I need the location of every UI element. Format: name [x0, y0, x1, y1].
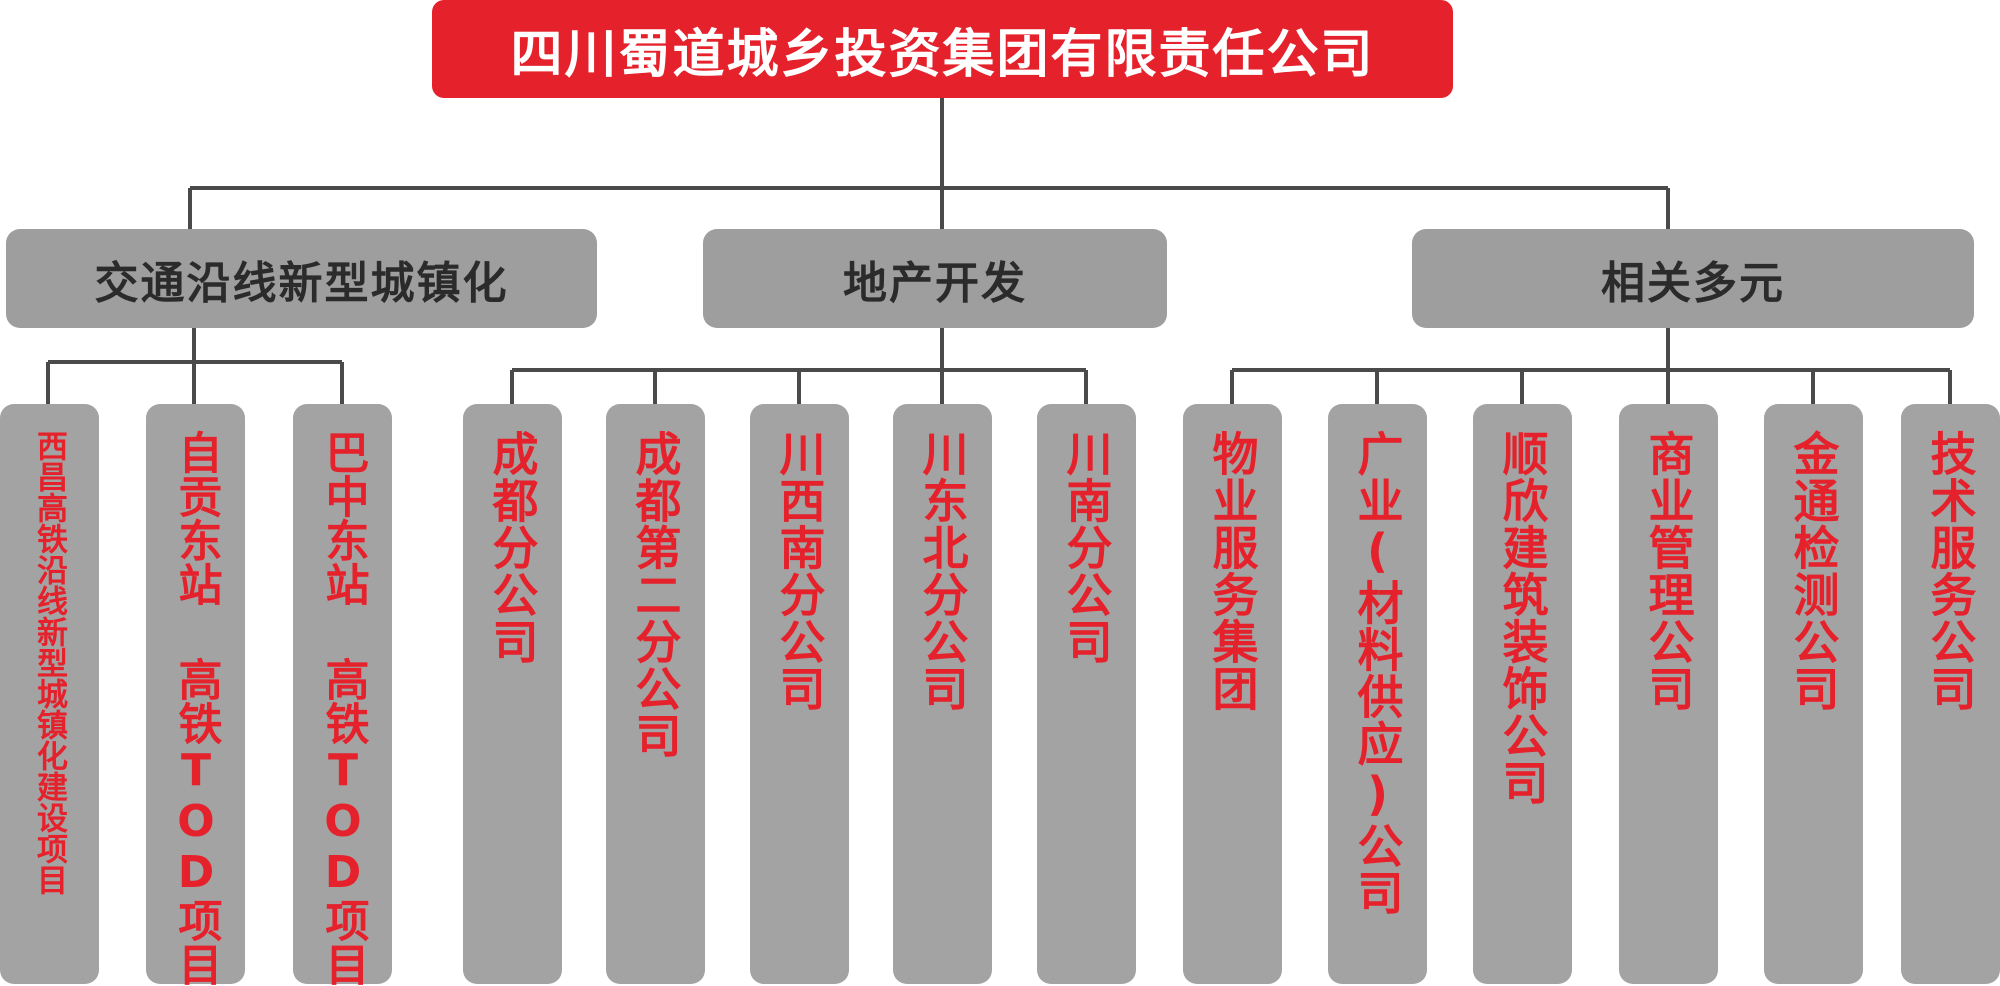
category-diversified: 相关多元 [1412, 229, 1974, 328]
unit-label: 广业(材料供应)公司 [1350, 430, 1405, 916]
unit-label: 川西南分公司 [772, 430, 827, 712]
unit-property-services-group: 物业服务集团 [1183, 404, 1282, 984]
unit-label: 成都分公司 [485, 430, 540, 665]
unit-northeast-branch: 川东北分公司 [893, 404, 992, 984]
unit-label: 自贡东站 高铁TOD项目 [170, 430, 222, 986]
unit-label: 川南分公司 [1059, 430, 1114, 665]
unit-label: 商业管理公司 [1641, 430, 1696, 712]
unit-label: 技术服务公司 [1923, 430, 1978, 712]
unit-zigong-tod: 自贡东站 高铁TOD项目 [146, 404, 245, 986]
unit-southwest-branch: 川西南分公司 [750, 404, 849, 984]
unit-label: 金通检测公司 [1786, 430, 1841, 712]
unit-commercial-management: 商业管理公司 [1619, 404, 1718, 984]
unit-south-branch: 川南分公司 [1037, 404, 1136, 984]
unit-xichang-project: 西昌高铁沿线新型城镇化建设项目 [0, 404, 99, 984]
unit-technical-services: 技术服务公司 [1901, 404, 2000, 984]
unit-jintong-testing: 金通检测公司 [1764, 404, 1863, 984]
category-property-development: 地产开发 [703, 229, 1167, 328]
unit-label: 川东北分公司 [915, 430, 970, 712]
connector-lines [46, 98, 1952, 404]
category-label: 地产开发 [843, 257, 1027, 309]
root-label: 四川蜀道城乡投资集团有限责任公司 [510, 24, 1375, 85]
category-label: 相关多元 [1601, 257, 1785, 309]
unit-label: 顺欣建筑装饰公司 [1495, 430, 1550, 806]
category-label: 交通沿线新型城镇化 [94, 257, 509, 309]
unit-guangye-materials: 广业(材料供应)公司 [1328, 404, 1427, 984]
unit-chengdu-branch: 成都分公司 [463, 404, 562, 984]
unit-label: 巴中东站 高铁TOD项目 [317, 430, 369, 986]
unit-shunxin-decoration: 顺欣建筑装饰公司 [1473, 404, 1572, 984]
unit-bazhong-tod: 巴中东站 高铁TOD项目 [293, 404, 392, 986]
category-transport-urbanization: 交通沿线新型城镇化 [6, 229, 597, 328]
unit-chengdu-second-branch: 成都第二分公司 [606, 404, 705, 984]
unit-label: 西昌高铁沿线新型城镇化建设项目 [31, 430, 67, 895]
root-node: 四川蜀道城乡投资集团有限责任公司 [432, 0, 1453, 98]
unit-label: 物业服务集团 [1205, 430, 1260, 712]
unit-label: 成都第二分公司 [628, 430, 683, 759]
